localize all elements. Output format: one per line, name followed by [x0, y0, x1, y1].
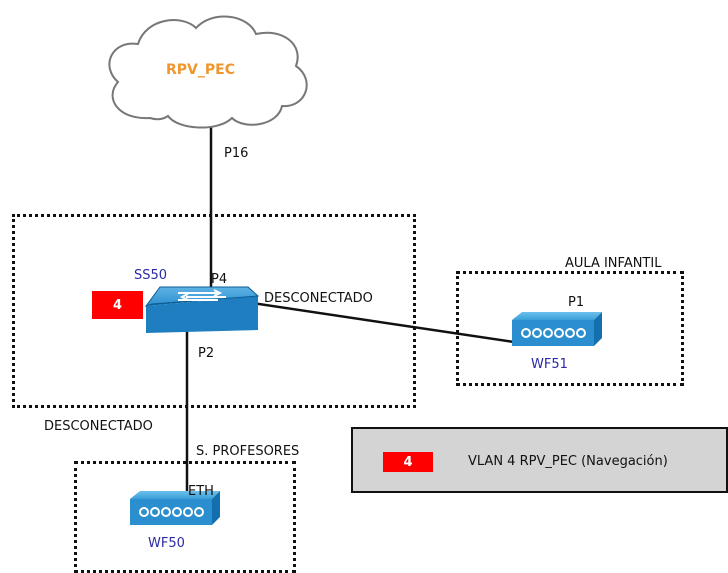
port-label-p4: P4	[211, 272, 228, 287]
wf51-name: WF51	[531, 357, 568, 372]
bottom-link-status: DESCONECTADO	[44, 419, 153, 434]
port-label-p1: P1	[568, 295, 585, 310]
cloud-label: RPV_PEC	[166, 62, 235, 78]
port-label-p16: P16	[224, 146, 249, 161]
cloud-icon	[108, 15, 308, 129]
profesores-title: S. PROFESORES	[196, 444, 300, 459]
vlan-badge: 4	[92, 291, 143, 319]
aula-infantil-title: AULA INFANTIL	[565, 256, 662, 271]
port-label-p2: P2	[198, 346, 215, 361]
switch-group-box	[12, 214, 416, 408]
switch-name: SS50	[134, 268, 168, 283]
aula-infantil-group-box	[456, 271, 684, 386]
switch-icon	[144, 286, 260, 333]
right-link-status: DESCONECTADO	[264, 291, 373, 306]
wf50-name: WF50	[148, 536, 185, 551]
legend-text: VLAN 4 RPV_PEC (Navegación)	[468, 454, 668, 469]
access-point-icon	[130, 491, 220, 525]
port-label-eth: ETH	[188, 484, 214, 499]
legend-vlan-badge: 4	[383, 452, 433, 472]
access-point-icon	[512, 312, 602, 346]
profesores-group-box	[74, 461, 296, 573]
switch-wf51-link	[251, 301, 515, 344]
legend-box: 4 VLAN 4 RPV_PEC (Navegación)	[351, 427, 728, 493]
